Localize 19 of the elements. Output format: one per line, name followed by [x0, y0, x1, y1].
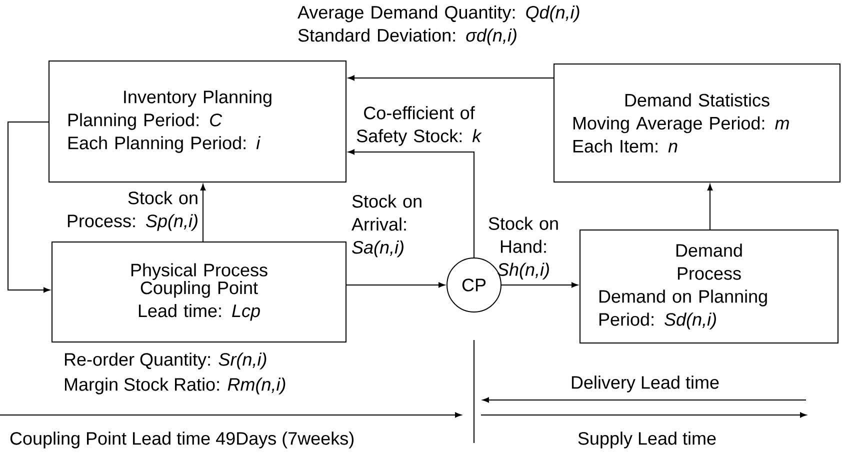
edge-label: Stock on Process: Sp(n,i) — [68, 191, 198, 231]
process-box: Physical Process Coupling Point Lead time: Lcp — [52, 242, 346, 342]
annotation-text: Supply Lead time — [578, 432, 716, 448]
arrow — [346, 282, 445, 288]
arrow — [501, 282, 578, 288]
arrow — [8, 122, 50, 293]
arrow — [200, 184, 206, 242]
edge-label: Stock on Arrival: Sa(n,i) — [352, 194, 422, 258]
annotation-text: Delivery Lead time — [572, 376, 719, 392]
process-box: Inventory Planning Planning Period: C Each Planning Period: i — [48, 60, 346, 182]
arrow — [348, 75, 554, 81]
edge-label: Average Demand Quantity: Qd(n,i) Standard Deviation: σd(n,i) — [298, 6, 580, 46]
arrow — [348, 149, 474, 258]
annotation-text: Coupling Point Lead time 49Days (7weeks) — [10, 432, 354, 448]
edge-label: Co-efficient of Safety Stock: k — [356, 106, 482, 146]
arrow — [707, 184, 713, 230]
annotation-text: Margin Stock Ratio: Rm(n,i) — [64, 378, 286, 394]
process-box: Demand Process Demand on Planning Period: Sd(n,i) — [580, 230, 838, 344]
process-box: Demand Statistics Moving Average Period: m Each Item: n — [554, 64, 840, 182]
